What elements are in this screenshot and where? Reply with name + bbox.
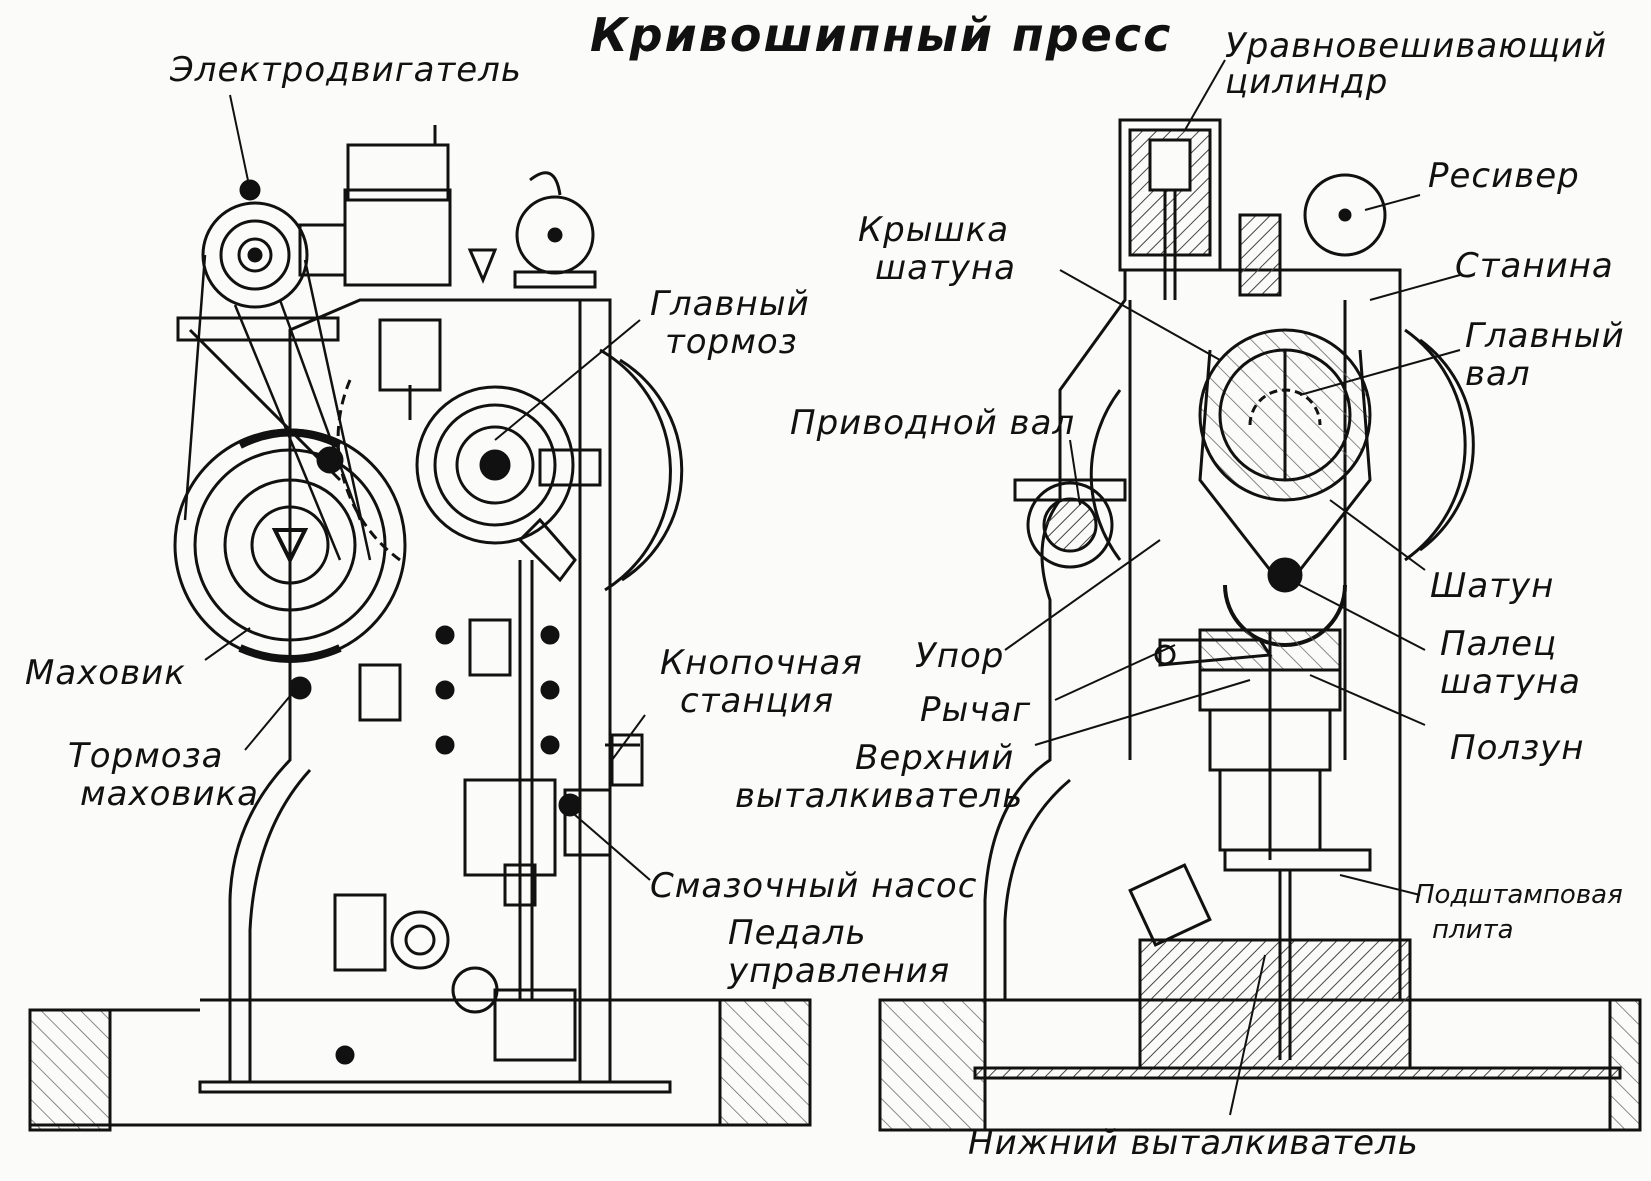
balance-cylinder-drawing: [1118, 118, 1222, 300]
slide-drawing: [1128, 557, 1372, 1060]
label-frame: Станина: [1455, 246, 1614, 286]
label-lube-pump: Смазочный насос: [650, 866, 978, 906]
motor-drawing: [201, 179, 347, 309]
main-brake-drawing: [336, 318, 684, 592]
flywheel-drawing: [173, 316, 407, 700]
leader-lines: [204, 59, 1461, 1116]
drive-shaft-drawing: [1013, 478, 1127, 569]
label-motor: Электродвигатель: [170, 50, 522, 90]
label-upper-ejector-line2: выталкиватель: [735, 776, 1024, 816]
label-balance-cylinder-line1: Уравновешивающий: [1225, 26, 1608, 66]
right-foundation: [878, 938, 1642, 1132]
label-stop: Упор: [915, 636, 1005, 676]
label-slide: Ползун: [1450, 728, 1585, 768]
label-die-plate-line1: Подштамповая: [1415, 880, 1623, 910]
label-upper-ejector-line1: Верхний: [855, 738, 1015, 778]
label-main-brake-line2: тормоз: [665, 322, 798, 362]
left-frame: [228, 298, 644, 1084]
receiver-drawing: [1303, 173, 1387, 257]
label-rod-cap-line2: шатуна: [875, 248, 1016, 288]
label-connecting-rod: Шатун: [1430, 566, 1555, 606]
left-top-tank: [343, 125, 597, 289]
label-lever: Рычаг: [920, 690, 1032, 730]
label-button-station-line1: Кнопочная: [660, 643, 863, 683]
label-main-brake-line1: Главный: [650, 284, 810, 324]
label-lower-ejector: Нижний выталкиватель: [968, 1123, 1419, 1163]
label-die-plate-line2: плита: [1432, 915, 1514, 945]
label-main-shaft-line1: Главный: [1465, 316, 1625, 356]
label-button-station-line2: станция: [680, 681, 835, 721]
label-pedal-line2: управления: [728, 951, 951, 991]
pedal-linkage: [333, 560, 612, 1065]
label-flywheel: Маховик: [25, 653, 186, 693]
label-main-shaft-line2: вал: [1465, 354, 1531, 394]
label-flywheel-brake-line2: маховика: [80, 774, 259, 814]
label-pedal-line1: Педаль: [728, 913, 867, 953]
label-balance-cylinder-line2: цилиндр: [1225, 62, 1389, 102]
diagram-title: Кривошипный пресс: [590, 8, 1173, 62]
label-receiver: Ресивер: [1428, 156, 1580, 196]
left-foundation: [28, 998, 812, 1132]
label-rod-pin-line2: шатуна: [1440, 662, 1581, 702]
label-rod-pin-line1: Палец: [1440, 624, 1558, 664]
label-rod-cap-line1: Крышка: [858, 210, 1010, 250]
label-drive-shaft: Приводной вал: [790, 403, 1076, 443]
label-flywheel-brake-line1: Тормоза: [68, 736, 224, 776]
